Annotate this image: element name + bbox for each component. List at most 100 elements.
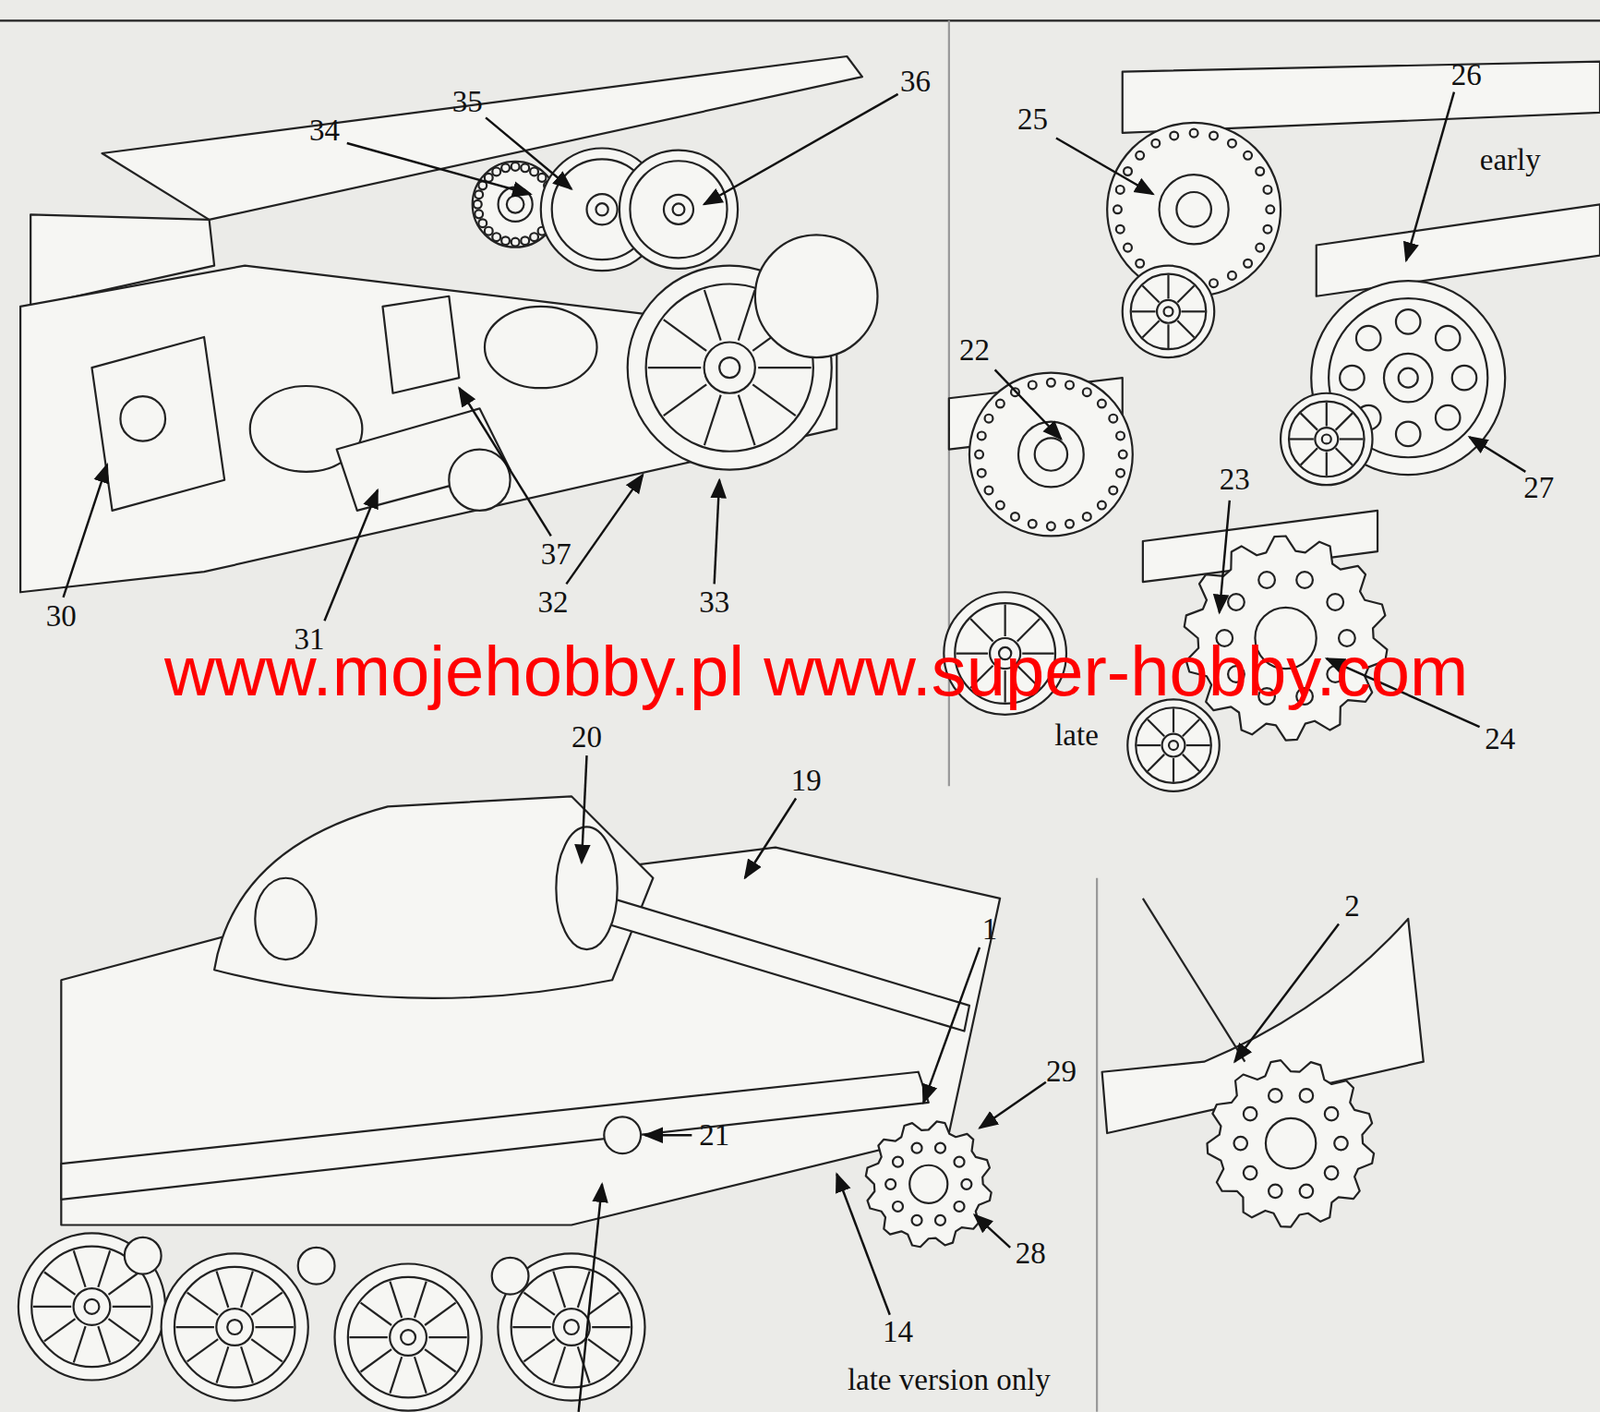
callout-number: 1 — [982, 912, 999, 946]
road-wheel — [1186, 744, 1211, 746]
watermark: www.mojehobby.pl www.super-hobby.com — [164, 632, 1468, 710]
idler-wheel — [1190, 129, 1199, 138]
gun-barrel — [607, 898, 970, 1032]
road-wheel — [1166, 324, 1169, 349]
idler-wheel — [1046, 378, 1056, 387]
return-roller — [520, 163, 530, 172]
road-wheel — [1335, 412, 1353, 430]
road-wheel — [1280, 393, 1372, 485]
road-wheel — [428, 1335, 467, 1338]
road-wheel — [564, 1319, 579, 1335]
road-wheel — [1164, 306, 1174, 316]
idler-wheel — [1065, 519, 1074, 529]
idler-wheel — [1243, 151, 1252, 160]
road-wheel — [1395, 309, 1421, 335]
callout-number: 28 — [1015, 1236, 1047, 1270]
suspension-bracket — [120, 396, 166, 442]
idler-wheel — [1176, 192, 1212, 228]
road-wheel — [1135, 707, 1212, 783]
bump-stop — [484, 306, 598, 388]
callout-number: 35 — [452, 84, 483, 119]
idler-wheel — [1082, 387, 1092, 397]
leader-line — [458, 387, 551, 536]
leader-line — [704, 94, 899, 205]
return-roller — [538, 173, 547, 182]
return-roller — [492, 1257, 530, 1295]
return-roller — [511, 162, 520, 171]
road-wheel — [216, 1346, 229, 1383]
road-wheel — [1168, 740, 1179, 750]
return-roller — [492, 167, 501, 176]
swing-arm — [448, 449, 510, 511]
idler-wheel — [1113, 204, 1122, 214]
road-wheel — [1383, 353, 1432, 402]
idler-wheel — [1116, 185, 1125, 194]
note-text: late — [1054, 718, 1099, 752]
idler-wheel — [1151, 139, 1160, 148]
road-wheel — [176, 1325, 215, 1328]
road-wheel — [389, 1318, 427, 1356]
road-wheel — [108, 1272, 139, 1295]
return-roller — [501, 163, 510, 172]
return-roller — [629, 160, 727, 258]
note-text: late version only — [847, 1362, 1051, 1396]
road-wheel — [1325, 451, 1328, 476]
road-wheel — [1182, 719, 1200, 736]
road-wheel — [1339, 437, 1364, 440]
idler-wheel — [985, 414, 994, 423]
road-wheel — [216, 1270, 229, 1307]
road-wheel — [1147, 754, 1165, 771]
track-fender — [102, 56, 863, 220]
hull-edge — [1142, 898, 1246, 1062]
track-fender — [60, 1071, 928, 1200]
callout-number: 2 — [1344, 889, 1360, 923]
road-wheel — [389, 1281, 402, 1318]
road-wheel — [1142, 285, 1159, 302]
idler-wheel — [985, 486, 994, 495]
idler-wheel — [977, 469, 987, 478]
leader-line — [578, 1183, 602, 1411]
road-wheel — [73, 1325, 86, 1362]
road-wheel — [1300, 447, 1318, 465]
headlight — [603, 1116, 641, 1154]
road-wheel — [704, 395, 722, 446]
drive-sprocket — [1296, 571, 1313, 589]
idler-wheel — [1082, 512, 1092, 521]
idler-wheel — [1243, 259, 1252, 268]
road-wheel — [1314, 427, 1338, 451]
idler-wheel — [1118, 450, 1128, 459]
callout-number: 20 — [571, 720, 602, 754]
road-wheel — [1177, 285, 1194, 302]
road-wheel — [1356, 325, 1382, 351]
leader-line — [923, 947, 980, 1103]
road-wheel — [187, 1292, 218, 1315]
drive-sprocket — [1258, 571, 1276, 589]
panel-divider — [1095, 878, 1098, 1412]
road-wheel — [44, 1272, 75, 1295]
drive-sprocket — [1299, 1088, 1314, 1103]
leader-line — [347, 143, 531, 194]
return-roller — [474, 190, 483, 199]
road-wheel — [1288, 401, 1365, 478]
road-wheel — [240, 1270, 253, 1307]
road-wheel — [348, 1335, 387, 1338]
return-roller — [506, 195, 525, 214]
road-wheel — [1177, 320, 1194, 337]
callout-number: 21 — [698, 1118, 730, 1152]
return-roller — [473, 200, 482, 209]
road-wheel — [1180, 310, 1205, 313]
road-wheel — [1166, 275, 1169, 300]
road-wheel — [1322, 434, 1332, 445]
drive-sprocket — [1243, 1106, 1258, 1121]
drive-sprocket — [866, 1120, 992, 1247]
road-wheel — [1395, 421, 1421, 447]
road-wheel — [400, 1329, 416, 1345]
road-wheel — [1127, 698, 1219, 791]
road-wheel — [424, 1302, 456, 1325]
return-roller — [595, 203, 608, 216]
road-wheel — [738, 395, 756, 446]
return-roller — [520, 236, 530, 245]
idler-wheel — [1010, 512, 1020, 521]
drive-sprocket — [954, 1201, 965, 1212]
road-wheel — [704, 341, 756, 393]
